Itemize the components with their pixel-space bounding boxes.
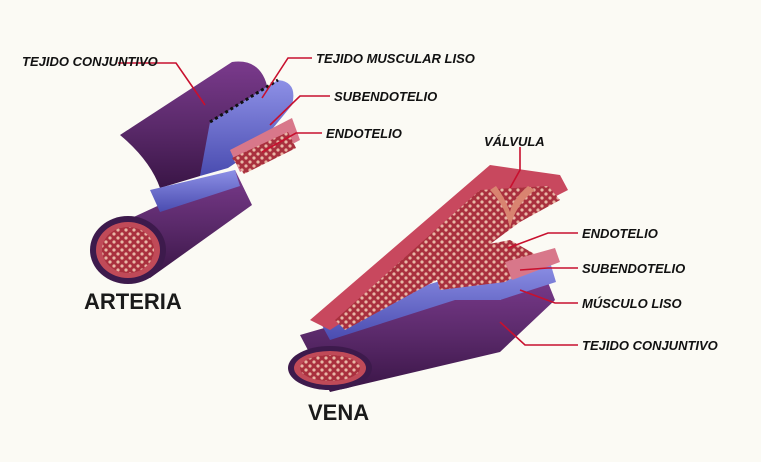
artery-title: ARTERIA xyxy=(84,289,182,314)
artery-illustration xyxy=(90,62,300,284)
label-artery-subendothelium: SUBENDOTELIO xyxy=(334,89,437,104)
label-vein-endothelium: ENDOTELIO xyxy=(582,226,658,241)
label-vein-subendothelium: SUBENDOTELIO xyxy=(582,261,685,276)
label-vein-connective: TEJIDO CONJUNTIVO xyxy=(582,338,718,353)
label-artery-endothelium: ENDOTELIO xyxy=(326,126,402,141)
label-vein-muscle: MÚSCULO LISO xyxy=(582,296,682,311)
label-vein-valve: VÁLVULA xyxy=(484,134,545,149)
label-artery-connective: TEJIDO CONJUNTIVO xyxy=(22,54,158,69)
label-artery-muscle: TEJIDO MUSCULAR LISO xyxy=(316,51,475,66)
vein-title: VENA xyxy=(308,400,369,425)
vein-illustration xyxy=(288,165,568,392)
